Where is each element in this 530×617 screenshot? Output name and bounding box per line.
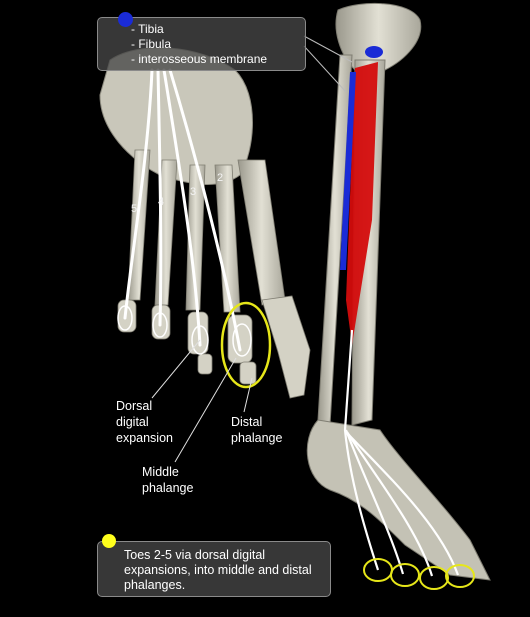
pointer-lines [151,339,253,463]
toe-number-3: 3 [190,186,197,198]
label-dorsal-line3: expansion [116,431,173,445]
origin-item-fibula: - Fibula [131,37,172,51]
tibia-head [335,2,422,71]
origin-pointer-line [303,35,353,63]
label-middle-phalange: Middle phalange [142,464,193,496]
toe-number-2: 2 [217,172,224,184]
label-distal-line1: Distal [231,415,263,429]
label-dorsal-line1: Dorsal [116,399,153,413]
origin-pointer-line-2 [303,45,347,93]
label-dorsal-line2: digital [116,415,149,429]
origin-tibia-marker [365,46,383,58]
toe-number-4: 4 [158,196,165,208]
phalanges [117,295,311,399]
origin-interosseous-marker [340,72,356,270]
label-distal-phalange: Distal phalange [231,414,282,446]
extensor-tendons-foot [123,68,242,352]
insertion-callout: Toes 2-5 via dorsal digital expansions, … [97,541,331,597]
label-middle-line2: phalange [142,481,194,495]
extensor-digitorum-longus-muscle [346,62,378,345]
origin-marker-dot [118,12,133,27]
leg-anterior-view [303,2,491,590]
dorsal-expansions [117,305,252,357]
extensor-tendons-leg [343,329,460,577]
origin-callout: - Tibia - Fibula - interosseous membrane [97,17,306,71]
label-middle-line1: Middle [142,465,179,479]
foot-dorsal-view [99,47,311,463]
label-distal-line2: phalange [231,431,283,445]
insertion-text: Toes 2-5 via dorsal digital expansions, … [124,548,312,592]
ankle-foot-bones [306,419,491,581]
origin-item-interosseous: - interosseous membrane [131,52,268,66]
origin-item-tibia: - Tibia [131,22,164,36]
label-dorsal-digital-expansion: Dorsal digital expansion [116,398,173,446]
toe-number-5: 5 [131,203,138,215]
insertion-highlight-ring [220,301,272,389]
insertion-marker-dot [102,534,116,548]
insertion-rings [363,558,475,590]
